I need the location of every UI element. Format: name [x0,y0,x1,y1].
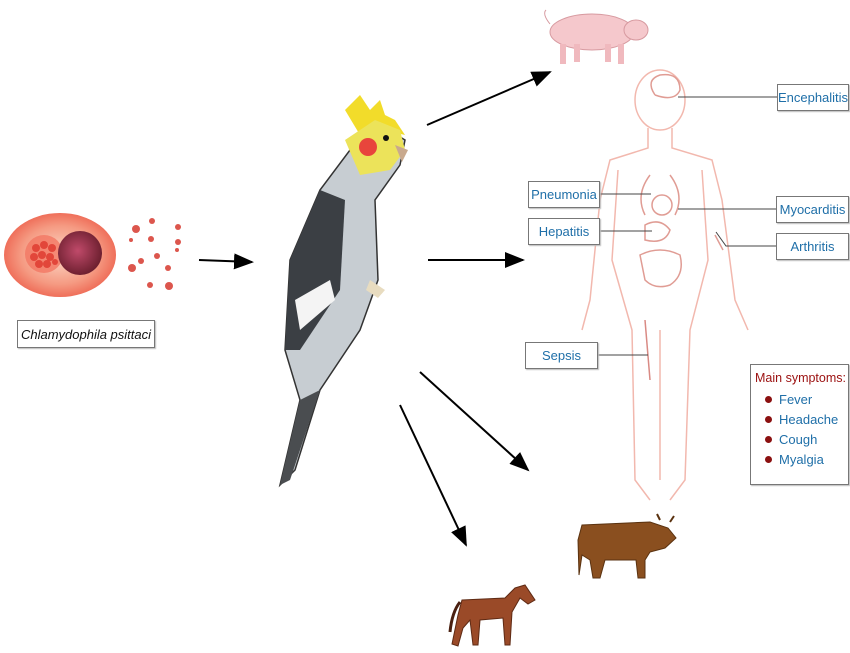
arrow-cell-to-bird [198,253,254,270]
main-symptoms-box: Main symptoms: Fever Headache Cough Myal… [750,364,849,485]
symptoms-title: Main symptoms: [755,371,846,385]
cow-illustration [577,513,677,579]
label-pneumonia: Pneumonia [528,181,600,208]
bullet-icon [765,435,772,443]
label-encephalitis: Encephalitis [777,84,849,111]
symptom-item: Cough [755,429,848,449]
label-hepatitis: Hepatitis [528,218,600,245]
arrow-bird-to-pig [426,71,552,126]
bullet-icon [765,455,772,463]
symptom-item: Headache [755,409,848,429]
horse-illustration [448,584,536,647]
human-body-illustration [581,69,749,501]
pig-illustration [544,9,649,64]
symptom-item: Fever [755,389,848,409]
arrow-bird-to-cow [419,371,530,472]
label-sepsis: Sepsis [525,342,598,369]
infected-cell-illustration [4,213,181,297]
bullet-icon [765,415,772,423]
bullet-icon [765,395,772,403]
cockatiel-illustration [278,95,408,488]
label-myocarditis: Myocarditis [776,196,849,223]
label-arthritis: Arthritis [776,233,849,260]
symptom-item: Myalgia [755,449,848,469]
organism-label: Chlamydophila psittaci [17,320,155,348]
arrow-bird-to-horse [399,404,467,547]
